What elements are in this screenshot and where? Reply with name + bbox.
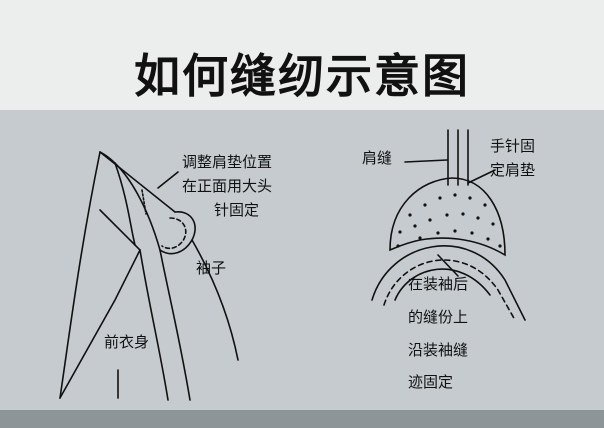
pad-dome <box>389 177 506 257</box>
pad-arrow <box>157 171 179 189</box>
sleeve-curve-outer <box>371 245 526 321</box>
page-title: 如何缝纫示意图 <box>134 49 470 103</box>
label-sleeve-seam-3: 沿装袖缝 <box>408 341 469 359</box>
pin-line <box>141 189 147 215</box>
sleeve-front <box>159 249 191 401</box>
header-band <box>0 0 604 110</box>
collar-outer <box>99 151 161 251</box>
sleeve-curve-under <box>394 268 491 301</box>
jacket-outer-edge <box>59 151 101 399</box>
label-adjust-pad-3: 针固定 <box>214 201 260 219</box>
label-front-body: 前衣身 <box>104 333 150 351</box>
label-adjust-pad-1: 调整肩垫位置 <box>182 153 273 171</box>
hand-arrow <box>467 169 496 184</box>
label-sleeve-seam-1: 在装袖后 <box>408 275 469 293</box>
collar-inner <box>114 162 136 246</box>
label-hand-stitch-2: 定肩垫 <box>490 161 536 179</box>
label-sleeve-seam-4: 迹固定 <box>408 373 454 391</box>
label-shoulder-seam: 肩缝 <box>362 149 393 167</box>
body-side <box>139 249 169 401</box>
bottom-strip <box>0 410 604 428</box>
label-sleeve: 袖子 <box>196 259 227 277</box>
sleeve-curve-inner <box>383 259 516 321</box>
label-hand-stitch-1: 手针固 <box>490 137 536 155</box>
pad-dots <box>396 193 502 248</box>
lapel-line <box>59 209 141 399</box>
stitch-arrow <box>437 254 459 277</box>
diagram-panel <box>0 110 604 428</box>
sleeve-back <box>191 239 239 361</box>
seam-arrow <box>404 159 448 163</box>
shoulder-line <box>99 151 176 213</box>
label-sleeve-seam-2: 的缝份上 <box>408 308 469 326</box>
label-adjust-pad-2: 在正面用大头 <box>182 177 273 195</box>
sleeve-cap-seam <box>161 217 187 250</box>
